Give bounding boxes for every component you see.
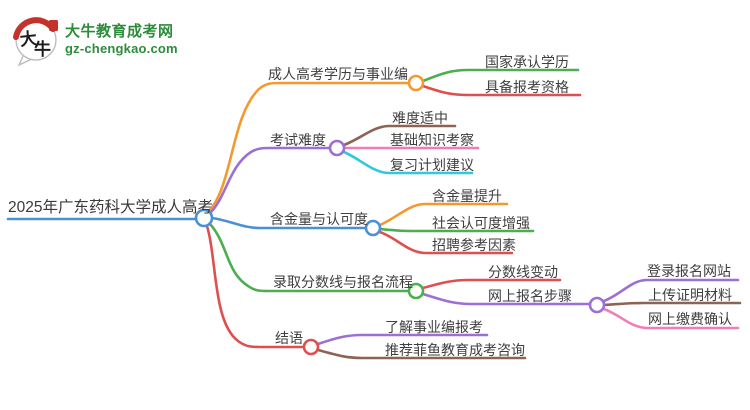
edge-leaf-5-1	[316, 333, 489, 346]
edge-leaf-2-1	[342, 124, 457, 147]
leaf-1-2-label[interactable]: 具备报考资格	[485, 79, 569, 95]
branch-4-node-circle[interactable]	[407, 282, 425, 300]
svg-text:大: 大	[19, 28, 38, 50]
root-node-label[interactable]: 2025年广东药科大学成人高考	[8, 199, 213, 216]
leaf-2-2-label[interactable]: 基础知识考察	[390, 132, 474, 148]
site-name: 大牛教育成考网	[65, 23, 174, 40]
leaf-3-2-label[interactable]: 社会认可度增强	[432, 215, 530, 231]
edge-leaf-4-2	[421, 292, 592, 306]
leaf-4-2-3-label[interactable]: 网上缴费确认	[648, 311, 732, 327]
branch-1-label[interactable]: 成人高考学历与事业编	[268, 66, 408, 82]
edge-leaf-3-1	[378, 202, 509, 227]
edge-branch-3	[210, 216, 368, 230]
branch-2-label[interactable]: 考试难度	[270, 132, 326, 148]
edge-branch-2	[208, 146, 332, 215]
leaf-2-1-label[interactable]: 难度适中	[392, 110, 448, 126]
root-node-circle[interactable]	[194, 208, 214, 228]
svg-text:牛: 牛	[34, 39, 51, 59]
branch-4-label[interactable]: 录取分数线与报名流程	[273, 274, 413, 290]
leaf-5-2-label[interactable]: 推荐菲鱼教育成考咨询	[385, 342, 525, 358]
daniu-logo-icon: 大 牛	[13, 17, 58, 67]
branch-5-label[interactable]: 结语	[275, 330, 303, 346]
edge-leaf-1-1	[421, 68, 580, 83]
site-url: gz-chengkao.com	[65, 41, 178, 56]
edge-leaf-4-2-2	[602, 301, 742, 307]
leaf-4-1-label[interactable]: 分数线变动	[488, 264, 558, 280]
leaf-4-2-label[interactable]: 网上报名步骤	[488, 288, 572, 304]
branch-2-node-circle[interactable]	[328, 139, 346, 157]
leaf-5-1-label[interactable]: 了解事业编报考	[385, 319, 483, 335]
edge-branch-5	[205, 224, 306, 349]
edge-leaf-5-2	[316, 348, 527, 360]
subbranch-4-2-node-circle[interactable]	[588, 296, 606, 314]
edge-leaf-2-3	[342, 150, 474, 175]
edge-leaf-4-2-1	[602, 278, 740, 303]
edge-leaf-3-3	[378, 230, 514, 255]
leaf-3-3-label[interactable]: 招聘参考因素	[432, 237, 516, 253]
leaf-2-3-label[interactable]: 复习计划建议	[390, 157, 474, 173]
leaf-1-1-label[interactable]: 国家承认学历	[485, 54, 569, 70]
branch-3-label[interactable]: 含金量与认可度	[270, 211, 368, 227]
edge-leaf-4-1	[421, 278, 562, 290]
leaf-4-2-2-label[interactable]: 上传证明材料	[648, 287, 732, 303]
edge-leaf-3-2	[378, 227, 535, 233]
edge-leaf-1-2	[421, 84, 582, 97]
leaf-3-1-label[interactable]: 含金量提升	[432, 188, 502, 204]
site-logo[interactable]: 大 牛 大牛教育成考网 gz-chengkao.com	[12, 12, 232, 67]
edge-branch-1	[207, 81, 411, 213]
edge-branch-4	[208, 222, 411, 293]
branch-3-node-circle[interactable]	[364, 219, 382, 237]
branch-5-node-circle[interactable]	[302, 338, 320, 356]
edge-leaf-4-2-3	[602, 307, 740, 330]
leaf-4-2-1-label[interactable]: 登录报名网站	[647, 263, 731, 279]
branch-1-node-circle[interactable]	[407, 74, 425, 92]
